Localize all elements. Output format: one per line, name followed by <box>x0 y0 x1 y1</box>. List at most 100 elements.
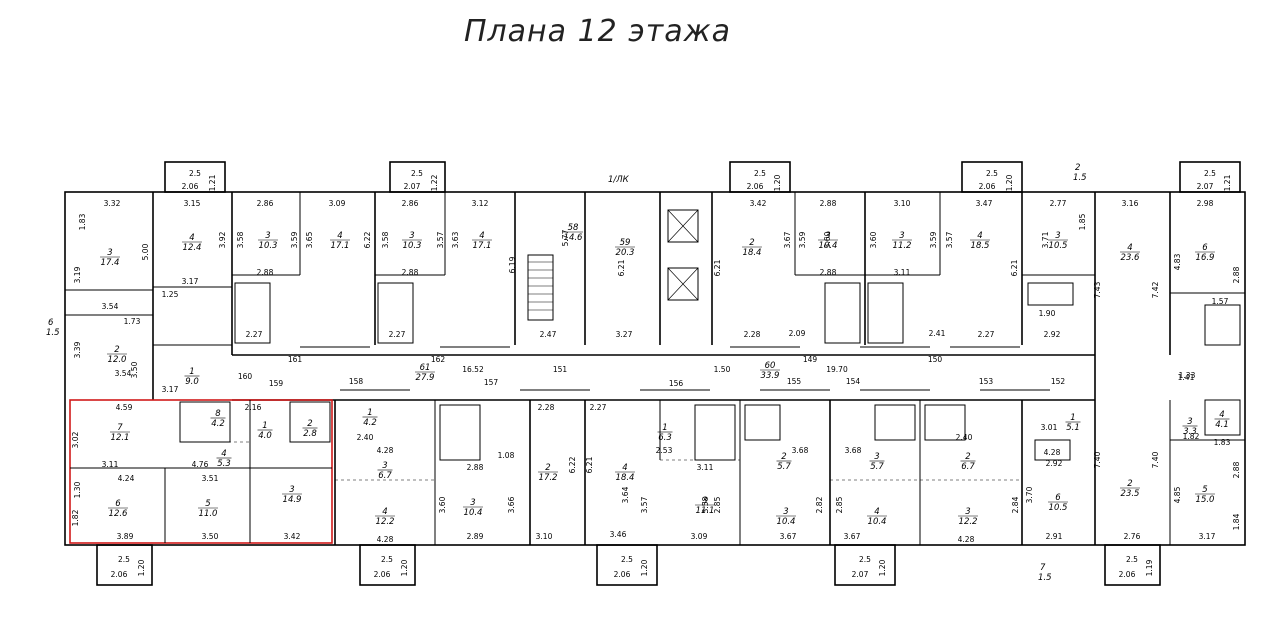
balcony <box>1179 161 1241 193</box>
dimension: 5.00 <box>141 243 150 260</box>
lk-label: 1/ЛК <box>608 175 630 185</box>
dimension: 2.88 <box>467 463 484 472</box>
balcony-size-label: 2.5 <box>411 169 423 178</box>
dimension: 3.67 <box>783 231 792 248</box>
room-area: 18.5 <box>971 241 990 251</box>
dimension: 3.12 <box>472 199 489 208</box>
dimension: 2.86 <box>402 199 419 208</box>
dimension: 3.19 <box>73 266 82 283</box>
dimension: 157 <box>484 378 499 387</box>
dimension: 3.68 <box>845 446 862 455</box>
dimension: 2.85 <box>713 496 722 513</box>
balcony-size-label: 1.20 <box>137 559 146 576</box>
dimension: 7.42 <box>1151 281 1160 298</box>
balcony-size-label: 1.21 <box>1223 174 1232 191</box>
dimension: 3.46 <box>610 530 627 539</box>
highlighted-apartment-walls <box>70 400 332 543</box>
room-number: 1 <box>367 408 372 418</box>
dimension: 3.58 <box>701 496 710 513</box>
dimension: 2.88 <box>402 268 419 277</box>
room-area: 17.1 <box>331 241 350 251</box>
dimension: 19.70 <box>826 365 848 374</box>
dimension: 154 <box>846 377 861 386</box>
dimension: 2.27 <box>590 403 607 412</box>
dimension: 3.57 <box>640 496 649 513</box>
dimension: 4.28 <box>958 535 975 544</box>
balcony-size-label: 1.20 <box>400 559 409 576</box>
room-area: 12.0 <box>108 355 127 365</box>
dimension: 3.39 <box>73 341 82 358</box>
dimension: 3.17 <box>162 385 179 394</box>
room-number: 3 <box>265 231 270 241</box>
room-number: 4 <box>382 507 387 517</box>
dimension: 2.77 <box>1050 199 1067 208</box>
dimension: 3.66 <box>507 496 516 513</box>
room-number: 2 <box>545 463 550 473</box>
dimension: 2.98 <box>1197 199 1214 208</box>
room-number: 7 <box>117 423 123 433</box>
balcony-size-label: 2.5 <box>1126 555 1138 564</box>
dimension: 1.25 <box>162 290 179 299</box>
dimension: 3.01 <box>1041 423 1058 432</box>
balcony <box>1104 544 1161 586</box>
room-number: 4 <box>337 231 342 241</box>
dimension: 3.71 <box>1041 231 1050 248</box>
room-area: 11.0 <box>199 509 218 519</box>
balcony <box>359 544 416 586</box>
dimension: 6.19 <box>508 256 517 273</box>
dimension: 3.54 <box>102 302 119 311</box>
dimension: 4.85 <box>1173 486 1182 503</box>
balcony-size-label: 2.5 <box>986 169 998 178</box>
room-area: 3.3 <box>1183 427 1197 437</box>
room-area: 5.7 <box>777 462 791 472</box>
balcony <box>389 161 446 193</box>
dimension: 3.50 <box>130 361 139 378</box>
room-area: 4.2 <box>363 418 377 428</box>
dimension: 3.11 <box>102 460 119 469</box>
top-partitions <box>65 192 1245 545</box>
dimension: 6.21 <box>1010 259 1019 276</box>
balcony <box>164 161 226 193</box>
dimension: 1.30 <box>73 481 82 498</box>
dimension: 1.08 <box>498 451 515 460</box>
dimension: 2.91 <box>1046 532 1063 541</box>
dimension: 4.59 <box>116 403 133 412</box>
dimension: 4.28 <box>377 535 394 544</box>
dimension: 3.57 <box>436 231 445 248</box>
axis-label: 7 <box>1040 563 1046 573</box>
room-area: 15.0 <box>1196 495 1215 505</box>
room-number: 4 <box>874 507 879 517</box>
balconies-bottom <box>96 544 1161 586</box>
room-area: 9.0 <box>185 377 199 387</box>
balcony-size-label: 2.5 <box>381 555 393 564</box>
axis-label: 2 <box>1075 163 1080 173</box>
room-area: 27.9 <box>416 373 435 383</box>
balcony <box>729 161 791 193</box>
dimension: 150 <box>928 355 943 364</box>
room-area: 10.3 <box>259 241 278 251</box>
dimension: 3.58 <box>236 231 245 248</box>
balcony-size-label: 1.21 <box>208 174 217 191</box>
balcony-size-label: 2.06 <box>1119 570 1136 579</box>
dimension: 2.28 <box>744 330 761 339</box>
dimension: 3.51 <box>202 474 219 483</box>
dimension: 5.77 <box>561 229 570 246</box>
room-area: 23.5 <box>1121 489 1140 499</box>
room-area: 10.3 <box>403 241 422 251</box>
dimension: 162 <box>431 355 446 364</box>
dimension: 1.57 <box>1212 297 1229 306</box>
dimension: 1.33 <box>1179 371 1196 380</box>
dimension: 2.47 <box>540 330 557 339</box>
dimension: 7.40 <box>1151 451 1160 468</box>
room-area: 11.1 <box>696 506 715 516</box>
dimension: 3.67 <box>844 532 861 541</box>
room-area: 10.4 <box>464 508 483 518</box>
dimension: 3.92 <box>218 231 227 248</box>
room-area: 11.2 <box>893 241 912 251</box>
dimension: 3.32 <box>104 199 121 208</box>
room-number: 6 <box>1055 493 1061 503</box>
bathroom <box>234 282 271 344</box>
dimension: 2.27 <box>389 330 406 339</box>
room-area: 4.0 <box>258 431 272 441</box>
